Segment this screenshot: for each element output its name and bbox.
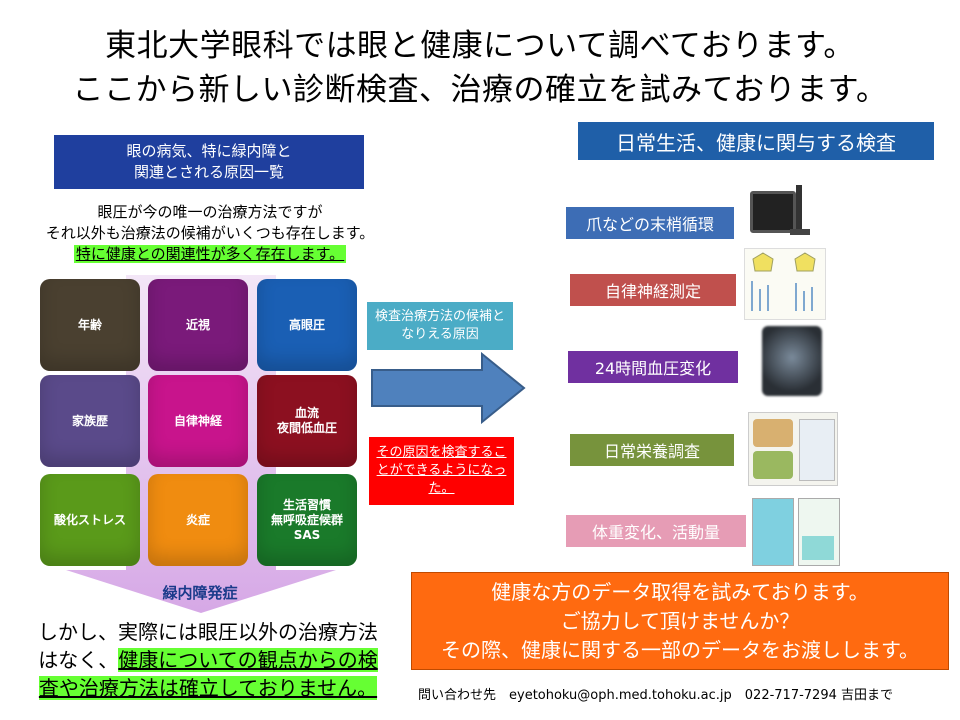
footer-line-3: 査や治療方法は確立しておりません。 [38,676,378,700]
causes-description: 眼圧が今の唯一の治療方法ですが それ以外も治療法の候補がいくつも存在します。 特… [0,202,420,265]
exam-label: 24時間血圧変化 [568,351,738,383]
callout-line-2: ご協力して頂けませんか？ [560,608,800,633]
cause-tile: 高眼圧 [257,279,357,371]
exam-label: 日常栄養調査 [570,434,734,466]
causes-header-line-1: 眼の病気、特に緑内障と [126,142,292,160]
autonomic-chart-image [744,248,826,320]
title-line-2: ここから新しい診断検査、治療の確立を試みております。 [72,72,888,108]
device-image [744,185,814,239]
exams-header: 日常生活、健康に関与する検査 [578,122,934,160]
cause-tile: 近視 [148,279,248,371]
footer-line-2b: 健康についての観点からの検 [118,648,378,672]
callout-line-3: その際、健康に関する一部のデータをお渡しします。 [441,637,919,662]
nutrition-app-image [748,412,838,486]
desc-highlight: 特に健康との関連性が多く存在します。 [73,245,347,263]
activity-app-image [752,496,840,566]
candidate-causes-box: 検査治療方法の候補となりえる原因 [367,302,513,350]
exam-label: 爪などの末梢循環 [566,207,734,239]
causes-header-line-2: 関連とされる原因一覧 [133,163,284,181]
cause-tile: 酸化ストレス [40,474,140,566]
cause-tile: 家族歴 [40,375,140,467]
right-arrow-icon [371,352,526,424]
exam-label: 体重変化、活動量 [566,515,746,547]
footer-line-2a: はなく、 [38,648,119,672]
footer-line-1: しかし、実際には眼圧以外の治療方法 [38,620,378,644]
exam-label: 自律神経測定 [570,274,736,306]
cause-tile: 生活習慣 無呼吸症候群 SAS [257,474,357,566]
cooperation-callout: 健康な方のデータ取得を試みております。 ご協力して頂けませんか？ その際、健康に… [411,572,949,670]
causes-header-box: 眼の病気、特に緑内障と 関連とされる原因一覧 [54,135,364,189]
blood-pressure-device-image [762,326,822,396]
causes-footer: しかし、実際には眼圧以外の治療方法 はなく、健康についての観点からの検 査や治療… [8,618,408,702]
desc-line-2: それ以外も治療法の候補がいくつも存在します。 [45,224,375,242]
cause-tile: 炎症 [148,474,248,566]
detectable-box: その原因を検査することができるようになった。 [369,437,514,505]
callout-line-1: 健康な方のデータ取得を試みております。 [491,579,869,604]
cause-tile: 血流 夜間低血圧 [257,375,357,467]
cause-tile: 年齢 [40,279,140,371]
desc-line-1: 眼圧が今の唯一の治療方法ですが [97,203,323,221]
glaucoma-onset-label: 緑内障発症 [162,584,238,602]
cause-tile: 自律神経 [148,375,248,467]
contact-info: 問い合わせ先 eyetohoku@oph.med.tohoku.ac.jp 02… [418,688,894,703]
title-line-1: 東北大学眼科では眼と健康について調べております。 [105,28,855,64]
